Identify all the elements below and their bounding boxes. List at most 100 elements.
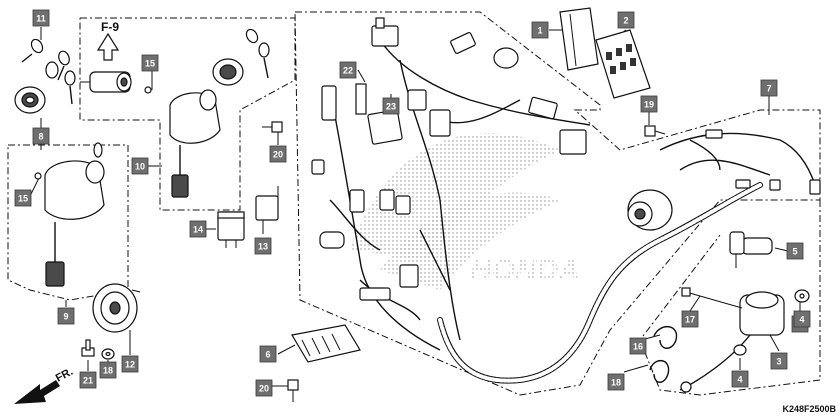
callout-box [14,189,32,207]
control-unit-1 [559,7,599,71]
callout-16: 16 [629,337,647,355]
washer-18-left [101,348,115,360]
callout-10: 10 [131,157,149,175]
ignition-coil-3 [679,291,785,393]
callout-number: 11 [36,14,46,24]
callout-15: 15 [141,54,159,72]
fuse-box-2 [595,29,651,99]
callout-number: 10 [135,162,145,172]
callout-box [607,373,625,391]
callout-box [793,310,811,328]
group-outlines [7,11,821,396]
callout-number: 15 [18,194,28,204]
callout-box [57,307,75,325]
callout-11: 11 [32,9,50,27]
callout-box [141,54,159,72]
callout-14: 14 [189,220,207,238]
bolt-20-upper [262,121,283,133]
callout-box [254,237,272,255]
callout-number: 5 [792,247,797,257]
callout-number: 20 [259,384,269,394]
callout-number: 16 [633,342,643,352]
svg-text:HONDA: HONDA [470,254,580,287]
callout-number: 12 [125,360,135,370]
callout-18: 18 [99,361,117,379]
callout-number: 13 [258,242,268,252]
callout-number: 6 [265,350,270,360]
callout-number: 4 [737,375,742,385]
callout-2: 2 [617,11,635,29]
horn [92,283,141,333]
callout-box [339,61,357,79]
bolt-20-lower [287,379,299,402]
callout-18: 18 [607,373,625,391]
callout-box [760,79,778,97]
callout-box [32,9,50,27]
callout-number: 19 [644,100,654,110]
diagram-code: K248F2500B [782,404,836,414]
sub-harness-7 [659,129,821,195]
front-label: FR. [54,366,75,385]
callout-4: 4 [731,370,749,388]
callout-box [382,97,400,115]
callout-box [629,337,647,355]
callout-number: 23 [386,102,396,112]
callout-20: 20 [255,379,273,397]
callout-box [131,157,149,175]
relay-13 [255,195,279,221]
callout-box [786,242,804,260]
callout-layer: 1234445678910111213141515161718181920202… [14,9,811,397]
callout-21: 21 [79,371,97,389]
clamp-16 [653,326,678,349]
callout-box [189,220,207,238]
callout-number: 7 [766,84,771,94]
front-direction-indicator [14,380,60,404]
callout-9: 9 [57,307,75,325]
callout-19: 19 [640,95,658,113]
callout-number: 22 [343,66,353,76]
callout-box [259,345,277,363]
callout-4: 4 [793,310,811,328]
brand-watermark: HONDA [350,133,580,290]
bolt-17 [681,287,743,309]
callout-number: 14 [193,225,203,235]
bolt-19 [644,125,666,137]
callout-box [79,371,97,389]
callout-box [99,361,117,379]
clamp-18-right [649,360,670,383]
callout-22: 22 [339,61,357,79]
callout-number: 21 [83,376,93,386]
callout-box [617,11,635,29]
callout-box [269,145,287,163]
callout-12: 12 [121,355,139,373]
callout-box [640,95,658,113]
key-cylinder-left [14,86,46,114]
callout-number: 8 [38,132,43,142]
callout-7: 7 [760,79,778,97]
view-ref-label: F-9 [101,20,119,34]
callout-box [731,370,749,388]
callout-box [770,352,788,370]
nut-4-lower [733,344,747,356]
callout-number: 2 [623,16,628,26]
ignition-switch-10 [144,28,270,198]
callout-8: 8 [32,127,50,145]
callout-3: 3 [770,352,788,370]
bolt-21 [81,339,95,357]
ignition-keys [21,38,76,105]
harness-connectors [311,17,587,301]
callout-number: 9 [63,312,68,322]
regulator-rectifier [291,324,361,363]
callout-box [531,21,549,39]
callout-20: 20 [269,145,287,163]
callout-number: 18 [103,366,113,376]
callout-5: 5 [786,242,804,260]
relay-14 [217,211,245,248]
nut-4-upper [794,289,810,303]
callout-box [32,127,50,145]
callout-number: 17 [685,315,695,325]
callout-box [121,355,139,373]
f9-lock-assembly [80,32,132,93]
callout-15: 15 [14,189,32,207]
